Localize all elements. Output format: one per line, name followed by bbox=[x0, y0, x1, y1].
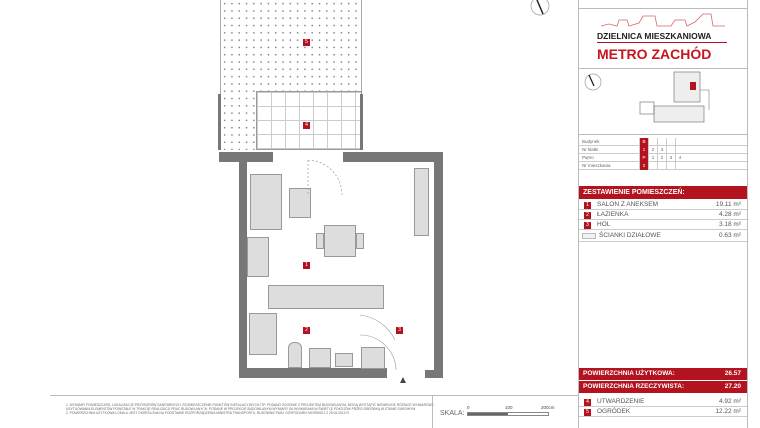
total-usable-area: POWIERZCHNIA UŻYTKOWA:26.57 bbox=[579, 368, 747, 380]
rooms-header: ZESTAWIENIE POMIESZCZEŃ: bbox=[579, 186, 747, 199]
info-panel: DZIELNICA MIESZKANIOWA METRO ZACHÓD Budy… bbox=[578, 0, 748, 428]
compass-icon bbox=[584, 73, 602, 91]
scale-label: SKALA: bbox=[440, 410, 465, 417]
room-label-5: 5 bbox=[303, 39, 310, 46]
brand-line1: DZIELNICA MIESZKANIOWA bbox=[597, 31, 712, 41]
compass-icon bbox=[530, 0, 550, 16]
scale-bar bbox=[467, 412, 549, 416]
building-location-map bbox=[639, 71, 710, 123]
room-label-1: 1 bbox=[303, 262, 310, 269]
terrace-area bbox=[256, 91, 362, 150]
room-label-4: 4 bbox=[303, 122, 310, 129]
room-label-2: 2 bbox=[303, 327, 310, 334]
footnotes: 1. WYMIARY POMIESZCZEŃ, LOKALIZACJE PRZY… bbox=[66, 403, 434, 416]
city-skyline-logo bbox=[600, 13, 725, 27]
room-label-3: 3 bbox=[396, 327, 403, 334]
total-actual-area: POWIERZCHNIA RZECZYWISTA:27.20 bbox=[579, 381, 747, 393]
brand-line2: METRO ZACHÓD bbox=[597, 46, 712, 62]
